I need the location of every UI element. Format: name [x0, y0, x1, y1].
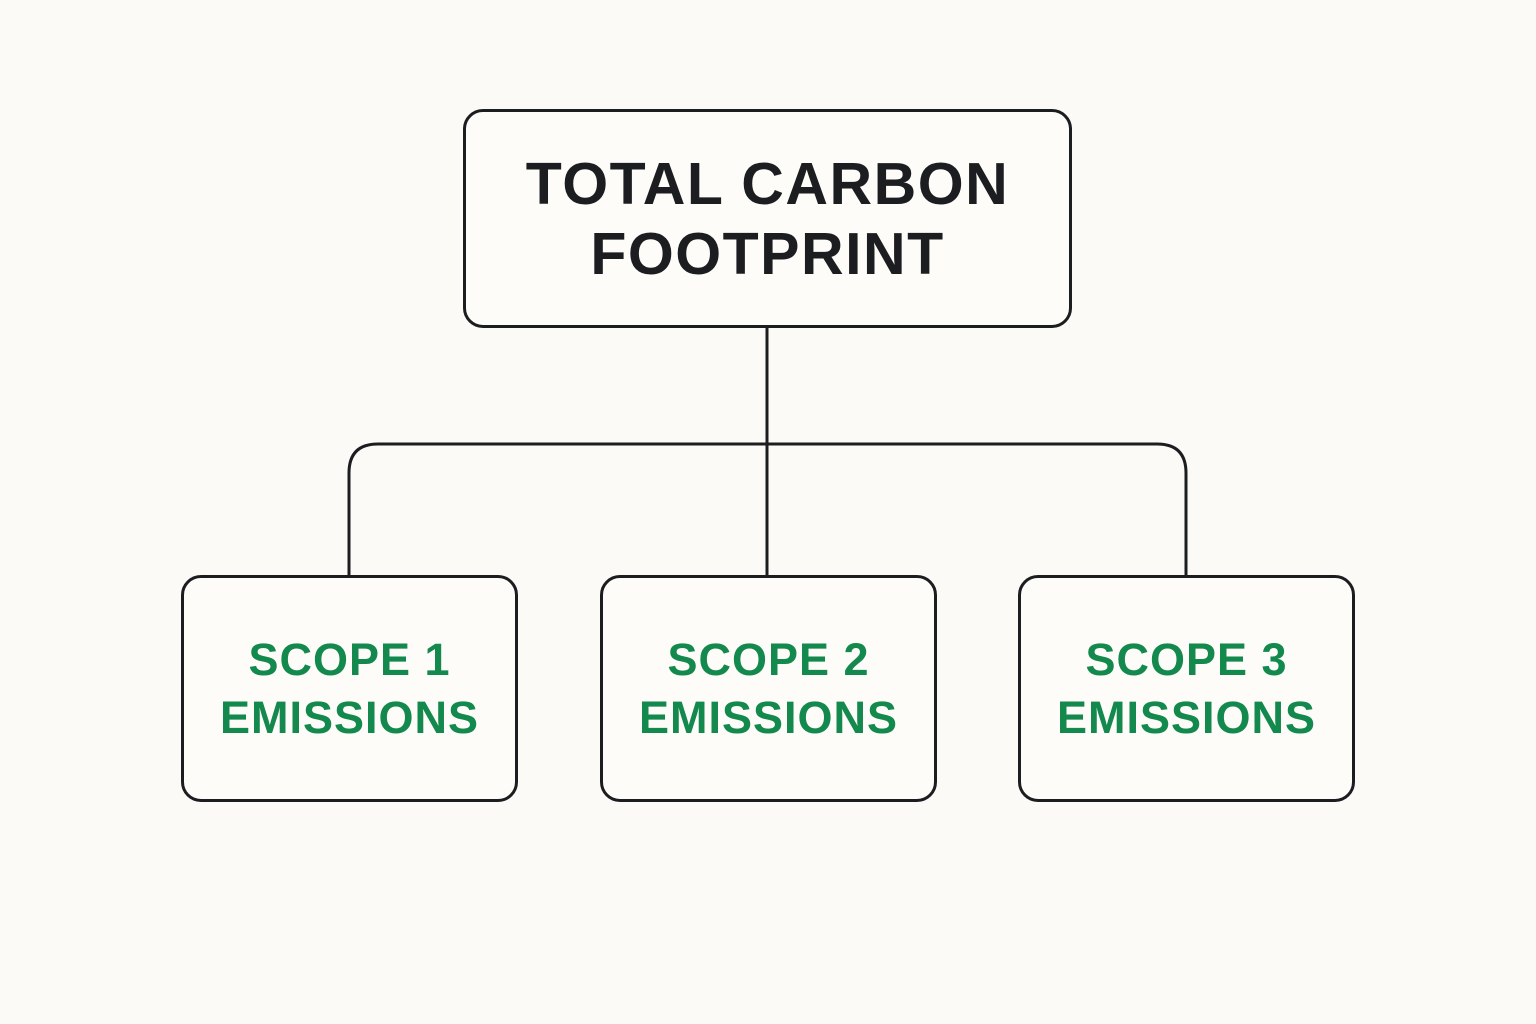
root-label-line-1: TOTAL CARBON — [525, 150, 1010, 217]
root-label-line-2: FOOTPRINT — [590, 220, 945, 287]
scope-1-label-line-2: EMISSIONS — [219, 691, 480, 743]
scope-3-label-line-1: SCOPE 3 — [1085, 633, 1288, 685]
scope-3-emissions-node: SCOPE 3 EMISSIONS — [1018, 575, 1355, 802]
scope-2-label-line-2: EMISSIONS — [638, 691, 899, 743]
scope-1-emissions-node: SCOPE 1 EMISSIONS — [181, 575, 518, 802]
scope-3-label-line-2: EMISSIONS — [1056, 691, 1317, 743]
scope-3-connector — [765, 442, 1188, 577]
scope-2-label-line-1: SCOPE 2 — [667, 633, 870, 685]
total-carbon-footprint-node: TOTAL CARBON FOOTPRINT — [463, 109, 1072, 328]
scope-1-connector — [347, 442, 769, 577]
scope-1-label-line-1: SCOPE 1 — [248, 633, 451, 685]
scope-2-emissions-node: SCOPE 2 EMISSIONS — [600, 575, 937, 802]
